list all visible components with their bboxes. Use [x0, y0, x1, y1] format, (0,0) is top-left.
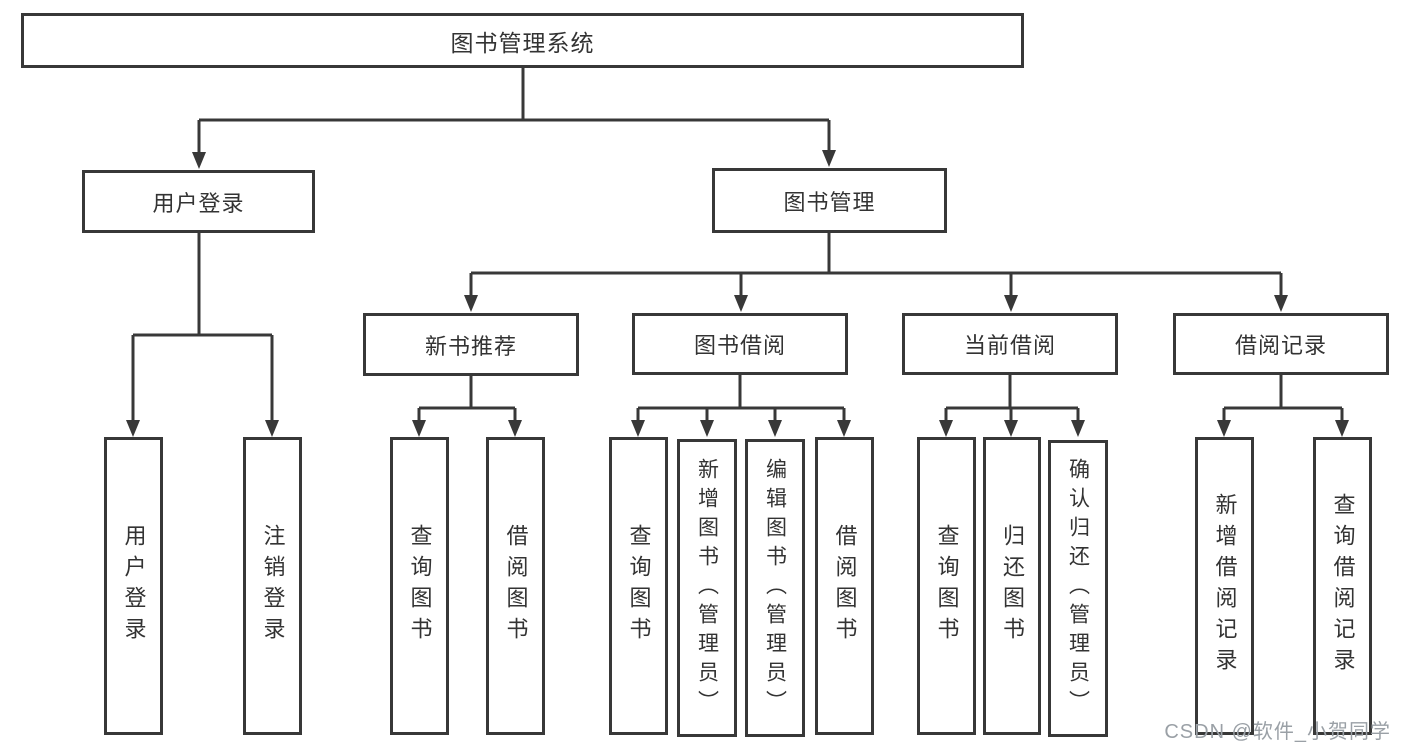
leaf-label: 查询借阅记录: [1330, 493, 1356, 679]
node-current-borrow: 当前借阅: [902, 313, 1118, 375]
leaf-label: 借阅图书: [832, 524, 858, 648]
leaf-add-borrow-record: 新增借阅记录: [1195, 437, 1254, 735]
leaf-label: 新增图书（管理员）: [695, 457, 719, 719]
node-label: 借阅记录: [1234, 333, 1327, 358]
leaf-label: 确认归还（管理员）: [1066, 458, 1090, 719]
leaf-label: 归还图书: [1000, 524, 1025, 648]
node-book-management: 图书管理: [712, 168, 947, 233]
leaf-logout: 注销登录: [243, 437, 302, 735]
leaf-user-login: 用户登录: [104, 437, 163, 735]
leaf-query-borrow-record: 查询借阅记录: [1313, 437, 1372, 735]
node-label: 当前借阅: [963, 333, 1056, 358]
leaf-edit-book-admin: 编辑图书（管理员）: [745, 439, 805, 737]
node-user-login: 用户登录: [82, 170, 315, 233]
leaf-query-books: 查询图书: [609, 437, 668, 735]
leaf-query-books: 查询图书: [917, 437, 976, 735]
leaf-label: 编辑图书（管理员）: [763, 457, 787, 719]
csdn-watermark: CSDN @软件_小贺同学: [1164, 721, 1391, 743]
leaf-label: 查询图书: [626, 524, 652, 648]
leaf-return-books: 归还图书: [983, 437, 1041, 735]
node-label: 用户登录: [152, 190, 245, 216]
node-book-borrow: 图书借阅: [632, 313, 848, 375]
leaf-label: 查询图书: [407, 524, 433, 648]
leaf-add-book-admin: 新增图书（管理员）: [677, 439, 737, 737]
leaf-borrow-books: 借阅图书: [815, 437, 874, 735]
node-label: 图书借阅: [693, 333, 786, 358]
leaf-label: 注销登录: [260, 524, 286, 648]
node-borrow-records: 借阅记录: [1173, 313, 1389, 375]
leaf-borrow-books: 借阅图书: [486, 437, 545, 735]
leaf-label: 新增借阅记录: [1212, 493, 1238, 679]
leaf-label: 借阅图书: [503, 524, 529, 648]
node-label: 新书推荐: [424, 333, 517, 359]
leaf-query-books: 查询图书: [390, 437, 449, 735]
node-library-management-system: 图书管理系统: [21, 13, 1024, 68]
node-label: 图书管理: [783, 189, 876, 215]
node-new-book-recommend: 新书推荐: [363, 313, 579, 376]
leaf-label: 用户登录: [121, 524, 147, 648]
node-label: 图书管理系统: [450, 29, 595, 56]
leaf-confirm-return-admin: 确认归还（管理员）: [1048, 440, 1108, 737]
leaf-label: 查询图书: [934, 524, 960, 648]
